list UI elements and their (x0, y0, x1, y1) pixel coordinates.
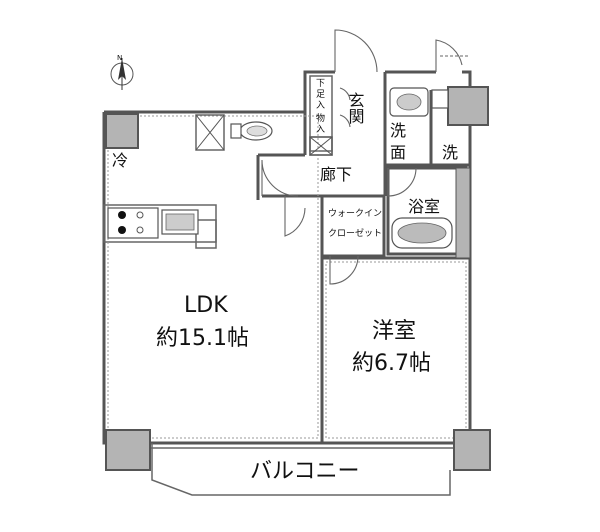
entrance-label: 玄関 (346, 92, 365, 125)
pillar (105, 113, 139, 149)
laundry-label: 洗 (442, 143, 458, 162)
shoe-storage-label-3: 入 (316, 100, 325, 111)
entrance-door-icon (334, 29, 378, 73)
doors (261, 29, 470, 285)
compass-icon: N (110, 54, 134, 90)
compass-north-label: N (117, 54, 122, 62)
fridge-label: 冷 (112, 151, 128, 170)
laundry-pan-icon (431, 89, 449, 109)
outer-walls (102, 70, 472, 496)
ldk-name-label: LDK (184, 293, 228, 318)
storage-label-2: 入 (316, 124, 325, 135)
pipe-shafts (195, 114, 333, 156)
washroom-label-2: 面 (390, 143, 406, 162)
interior-walls (103, 72, 470, 443)
shoe-storage-label-2: 足 (316, 89, 325, 100)
ldk-size-label: 約15.1帖 (156, 326, 249, 351)
pillar (447, 86, 489, 126)
western-room-size-label: 約6.7帖 (352, 351, 431, 376)
pillar (105, 429, 151, 471)
toilet-icon (230, 121, 273, 141)
washbasin-icon (389, 87, 429, 117)
fixtures (107, 87, 453, 249)
kitchen-sink-icon (161, 209, 199, 235)
walkin-closet-label-2: クローゼット (328, 227, 382, 239)
washroom-label-1: 洗 (390, 121, 406, 140)
bathtub-icon (391, 217, 453, 249)
room-labels: LDK 約15.1帖 洋室 約6.7帖 バルコニー 玄関 廊下 浴室 洗 面 洗… (112, 79, 458, 484)
pillar (453, 429, 491, 471)
shoe-storage-label-1: 下 (316, 79, 325, 89)
storage-label-1: 物 (316, 112, 325, 124)
inner-lines (107, 115, 467, 439)
western-room-name-label: 洋室 (372, 319, 416, 344)
walkin-closet-label-1: ウォークイン (328, 208, 382, 219)
stove-icon (107, 207, 159, 239)
bathroom-label: 浴室 (408, 197, 440, 216)
balcony-label: バルコニー (250, 459, 360, 484)
hallway-label: 廊下 (320, 165, 352, 184)
